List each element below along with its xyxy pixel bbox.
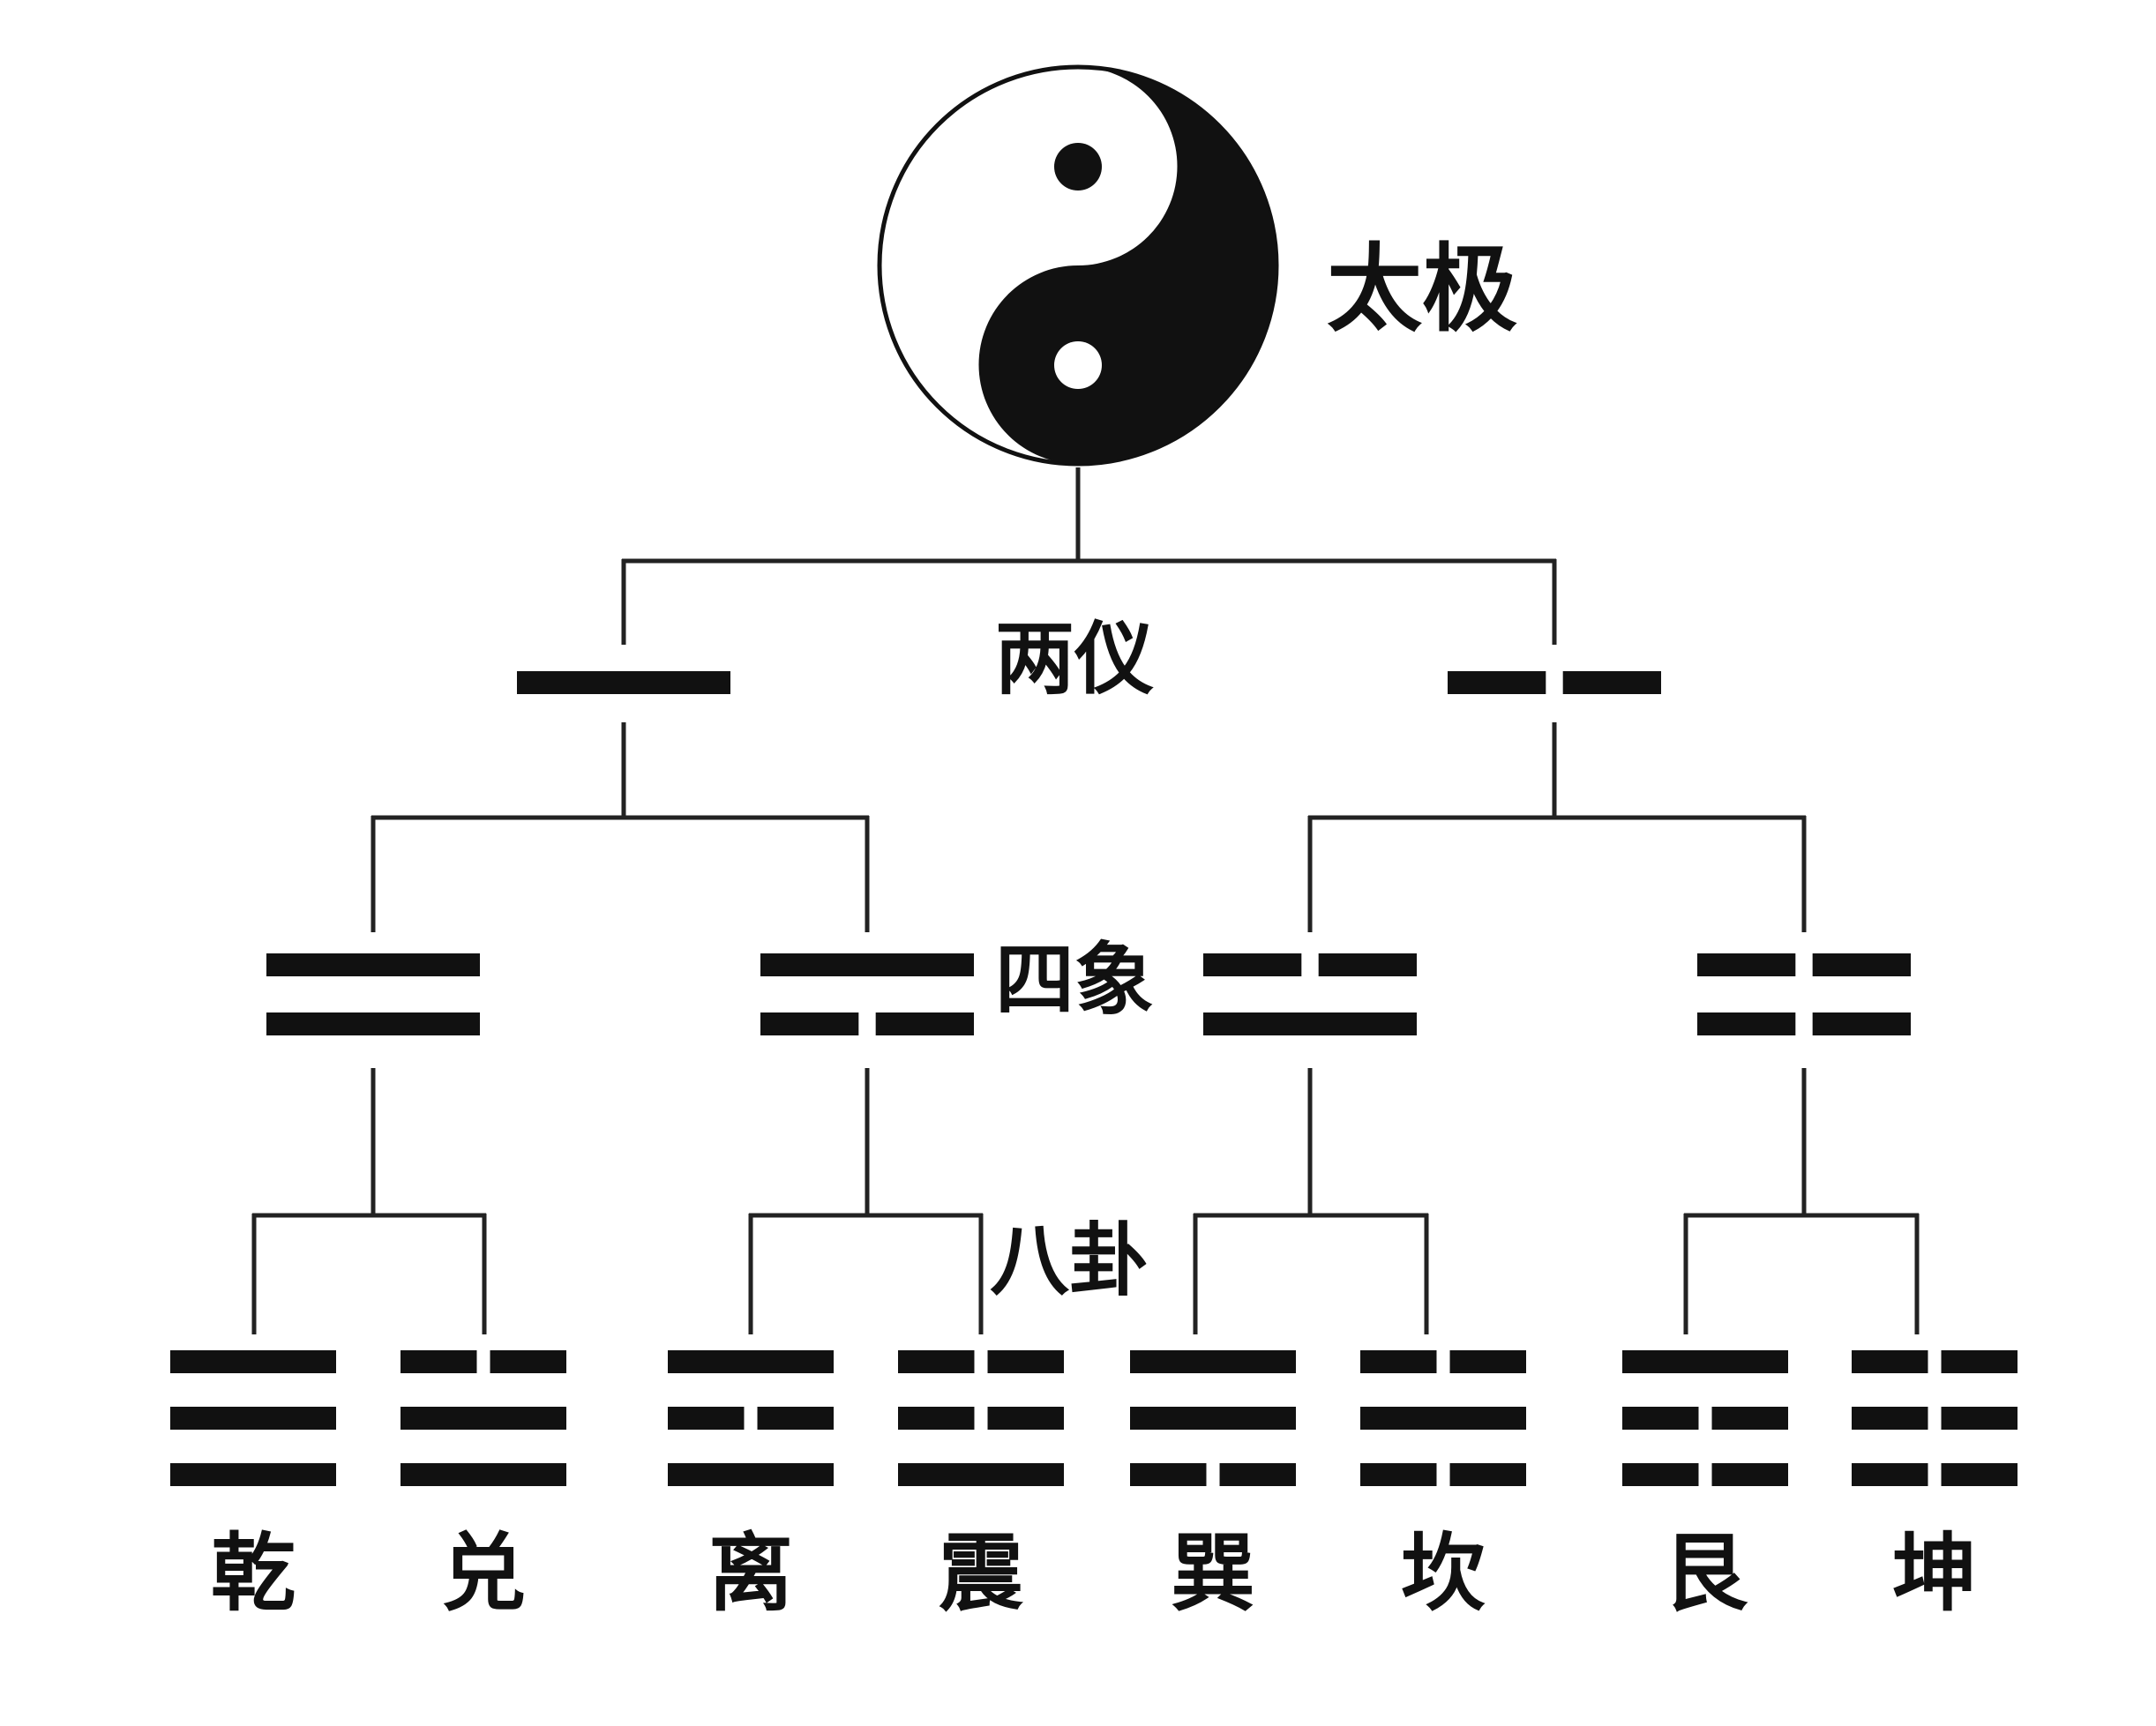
yin-line-right [875, 1012, 974, 1035]
label-bagua: 八卦 [990, 1214, 1149, 1307]
yang-line [1203, 1012, 1417, 1035]
trigram-figure-5 [1130, 1350, 1296, 1486]
sixiang-figure-1 [266, 953, 480, 1035]
yin-line-right [1941, 1463, 2018, 1486]
yang-line [401, 1463, 566, 1486]
yin-line-right [1711, 1407, 1788, 1430]
sixiang-figure-2 [760, 953, 974, 1035]
yang-line [760, 953, 974, 976]
trigram-name-2: 兑 [441, 1523, 526, 1623]
yin-line-right [1941, 1350, 2018, 1373]
trigram-name-1: 乾 [211, 1523, 296, 1623]
yin-line-left [1697, 1012, 1796, 1035]
liangyi-figure-2 [1448, 671, 1661, 694]
yang-line [668, 1350, 834, 1373]
yang-line [898, 1463, 1064, 1486]
yin-line-left [1852, 1350, 1928, 1373]
yin-line-left [1448, 671, 1546, 694]
yang-line [1360, 1407, 1526, 1430]
yin-line-right [987, 1350, 1064, 1373]
yin-line-right [757, 1407, 834, 1430]
yin-line-right [1449, 1350, 1526, 1373]
label-taiji: 太极 [1327, 234, 1517, 345]
yin-line-right [1941, 1407, 2018, 1430]
sixiang-figure-4 [1697, 953, 1911, 1035]
yin-line-left [1203, 953, 1302, 976]
yin-line-left [898, 1407, 975, 1430]
yang-line [170, 1350, 336, 1373]
liangyi-figures [517, 671, 1661, 694]
yang-line [401, 1407, 566, 1430]
trigram-name-7: 艮 [1663, 1523, 1748, 1623]
yin-line-left [1697, 953, 1796, 976]
yin-line-left [898, 1350, 975, 1373]
trigram-figure-2 [401, 1350, 566, 1486]
yang-line [170, 1407, 336, 1430]
yin-line-left [1130, 1463, 1207, 1486]
yin-line-left [1852, 1407, 1928, 1430]
yang-line [1130, 1350, 1296, 1373]
trigram-figure-8 [1852, 1350, 2018, 1486]
yin-line-right [490, 1350, 566, 1373]
yin-line-right [1449, 1463, 1526, 1486]
yin-line-left [668, 1407, 745, 1430]
yin-line-right [1812, 1012, 1911, 1035]
yang-line [1622, 1350, 1788, 1373]
yin-line-left [401, 1350, 477, 1373]
yang-line [170, 1463, 336, 1486]
label-liangyi: 两仪 [995, 612, 1154, 706]
yang-line [1130, 1407, 1296, 1430]
trigram-figure-4 [898, 1350, 1064, 1486]
yin-line-left [760, 1012, 859, 1035]
yin-line-right [987, 1407, 1064, 1430]
trigram-figures [170, 1350, 2018, 1486]
yin-line-left [1360, 1463, 1437, 1486]
sixiang-figures [266, 953, 1911, 1035]
label-sixiang: 四象 [995, 933, 1154, 1027]
yin-line-right [1318, 953, 1417, 976]
yin-line-right [1812, 953, 1911, 976]
trigram-names: 乾兑离震巽坎艮坤 [211, 1523, 1977, 1623]
yang-line [517, 671, 730, 694]
yin-line-left [1622, 1407, 1699, 1430]
yin-line-left [1360, 1350, 1437, 1373]
yin-line-left [1852, 1463, 1928, 1486]
yang-line [668, 1463, 834, 1486]
yin-line-right [1562, 671, 1661, 694]
liangyi-figure-1 [517, 671, 730, 694]
trigram-name-5: 巽 [1171, 1523, 1255, 1623]
trigram-name-4: 震 [939, 1523, 1023, 1623]
yin-line-right [1219, 1463, 1296, 1486]
trigram-name-6: 坎 [1401, 1523, 1486, 1623]
yin-line-right [1711, 1463, 1788, 1486]
yang-line [266, 1012, 480, 1035]
trigram-figure-6 [1360, 1350, 1526, 1486]
yin-yang-icon [877, 64, 1279, 467]
yin-line-left [1622, 1463, 1699, 1486]
sixiang-figure-3 [1203, 953, 1417, 1035]
trigram-name-8: 坤 [1892, 1523, 1977, 1623]
trigram-name-3: 离 [708, 1523, 793, 1623]
trigram-figure-7 [1622, 1350, 1788, 1486]
trigram-figure-3 [668, 1350, 834, 1486]
yang-line [266, 953, 480, 976]
tree-connectors [251, 467, 1920, 1334]
trigram-figure-1 [170, 1350, 336, 1486]
